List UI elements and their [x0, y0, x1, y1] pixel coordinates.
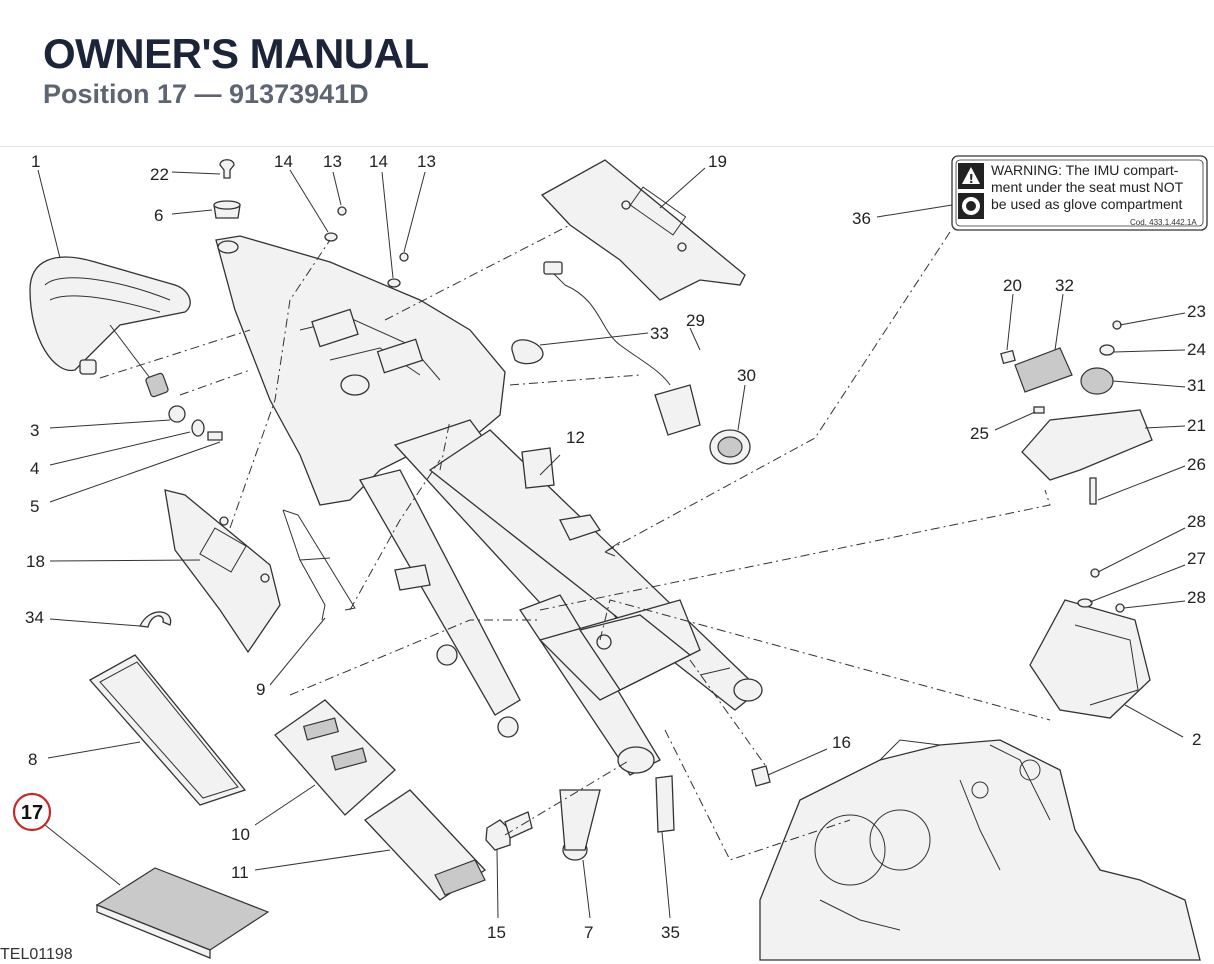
- callout-17: 17: [21, 802, 43, 824]
- engine-illustration: [759, 739, 1201, 961]
- callout-1: 1: [31, 152, 40, 171]
- callout-13b: 13: [417, 152, 436, 171]
- part-1-tail-light: [29, 256, 191, 398]
- warning-line-2: ment under the seat must NOT: [991, 179, 1184, 195]
- callout-18: 18: [26, 552, 45, 571]
- callout-14a: 14: [274, 152, 293, 171]
- callout-15: 15: [487, 923, 506, 942]
- part-19-rear-panel: [540, 159, 746, 301]
- callout-22: 22: [150, 165, 169, 184]
- callout-16: 16: [832, 733, 851, 752]
- parts-3-4-5-fasteners: [168, 405, 223, 441]
- callout-30: 30: [737, 366, 756, 385]
- callout-numbers: 1 2 3 4 5 6 7 8 9 10 11 12 13 13 14 14 1…: [25, 152, 1206, 942]
- part-33-ring: [511, 339, 544, 365]
- callout-6: 6: [154, 206, 163, 225]
- part-17-owners-manual: [95, 867, 270, 959]
- callout-32: 32: [1055, 276, 1074, 295]
- callout-13a: 13: [323, 152, 342, 171]
- callout-24: 24: [1187, 340, 1206, 359]
- part-2-housing: [1029, 568, 1151, 719]
- parts-22-6-plug-grommet: [213, 159, 241, 219]
- callout-14b: 14: [369, 152, 388, 171]
- callout-26: 26: [1187, 455, 1206, 474]
- drawing-code: TEL01198: [0, 946, 73, 963]
- imu-assembly: [1000, 320, 1153, 505]
- callout-7: 7: [584, 923, 593, 942]
- callout-28b: 28: [1187, 588, 1206, 607]
- callout-23: 23: [1187, 302, 1206, 321]
- callout-20: 20: [1003, 276, 1022, 295]
- part-10-pouch: [274, 699, 396, 816]
- part-15-bolt: [485, 811, 533, 851]
- callout-11: 11: [231, 863, 249, 882]
- callout-10: 10: [231, 825, 250, 844]
- callout-35: 35: [661, 923, 680, 942]
- callout-12: 12: [566, 428, 585, 447]
- part-34-clip: [139, 611, 172, 628]
- callout-34: 34: [25, 608, 44, 627]
- callout-27: 27: [1187, 549, 1206, 568]
- callout-28a: 28: [1187, 512, 1206, 531]
- part-35-label: [655, 775, 675, 833]
- exploded-parts-diagram: ! WARNING: The IMU compart- ment under t…: [0, 152, 1208, 963]
- callout-21: 21: [1187, 416, 1206, 435]
- callout-33: 33: [650, 324, 669, 343]
- warning-label: ! WARNING: The IMU compart- ment under t…: [951, 155, 1208, 231]
- assembly-lines: [99, 224, 1051, 861]
- warning-line-3: be used as glove compartment: [991, 196, 1183, 212]
- part-12-label: [521, 447, 555, 489]
- callout-29: 29: [686, 311, 705, 330]
- highlight-circle: [12, 792, 52, 832]
- svg-text:!: !: [969, 172, 974, 186]
- callout-8: 8: [28, 750, 37, 769]
- callout-31: 31: [1187, 376, 1206, 395]
- callout-4: 4: [30, 459, 39, 478]
- part-16-clip: [751, 765, 771, 787]
- part-18-side-cover: [164, 489, 281, 654]
- page-title: OWNER'S MANUAL: [43, 30, 429, 77]
- page-header: OWNER'S MANUAL Position 17 — 91373941D: [0, 0, 1214, 147]
- callout-9: 9: [256, 680, 265, 699]
- part-8-tank-cover: [88, 654, 247, 806]
- callout-36: 36: [852, 209, 871, 228]
- callout-25: 25: [970, 424, 989, 443]
- leader-lines: [37, 167, 1186, 919]
- callout-3: 3: [30, 421, 39, 440]
- callout-19: 19: [708, 152, 727, 171]
- warning-code: Cod. 433.1.442.1A: [1130, 218, 1197, 227]
- parts-13-14-screws-washers: [324, 206, 409, 288]
- rear-subframe: [215, 235, 763, 861]
- part-9-bracket: [282, 509, 356, 621]
- parts-29-30-power-socket: [543, 261, 751, 465]
- callout-5: 5: [30, 497, 39, 516]
- warning-line-1: WARNING: The IMU compart-: [991, 162, 1179, 178]
- callout-2: 2: [1192, 730, 1201, 749]
- page-subtitle: Position 17 — 91373941D: [43, 79, 369, 109]
- part-11-document-case: [364, 789, 486, 901]
